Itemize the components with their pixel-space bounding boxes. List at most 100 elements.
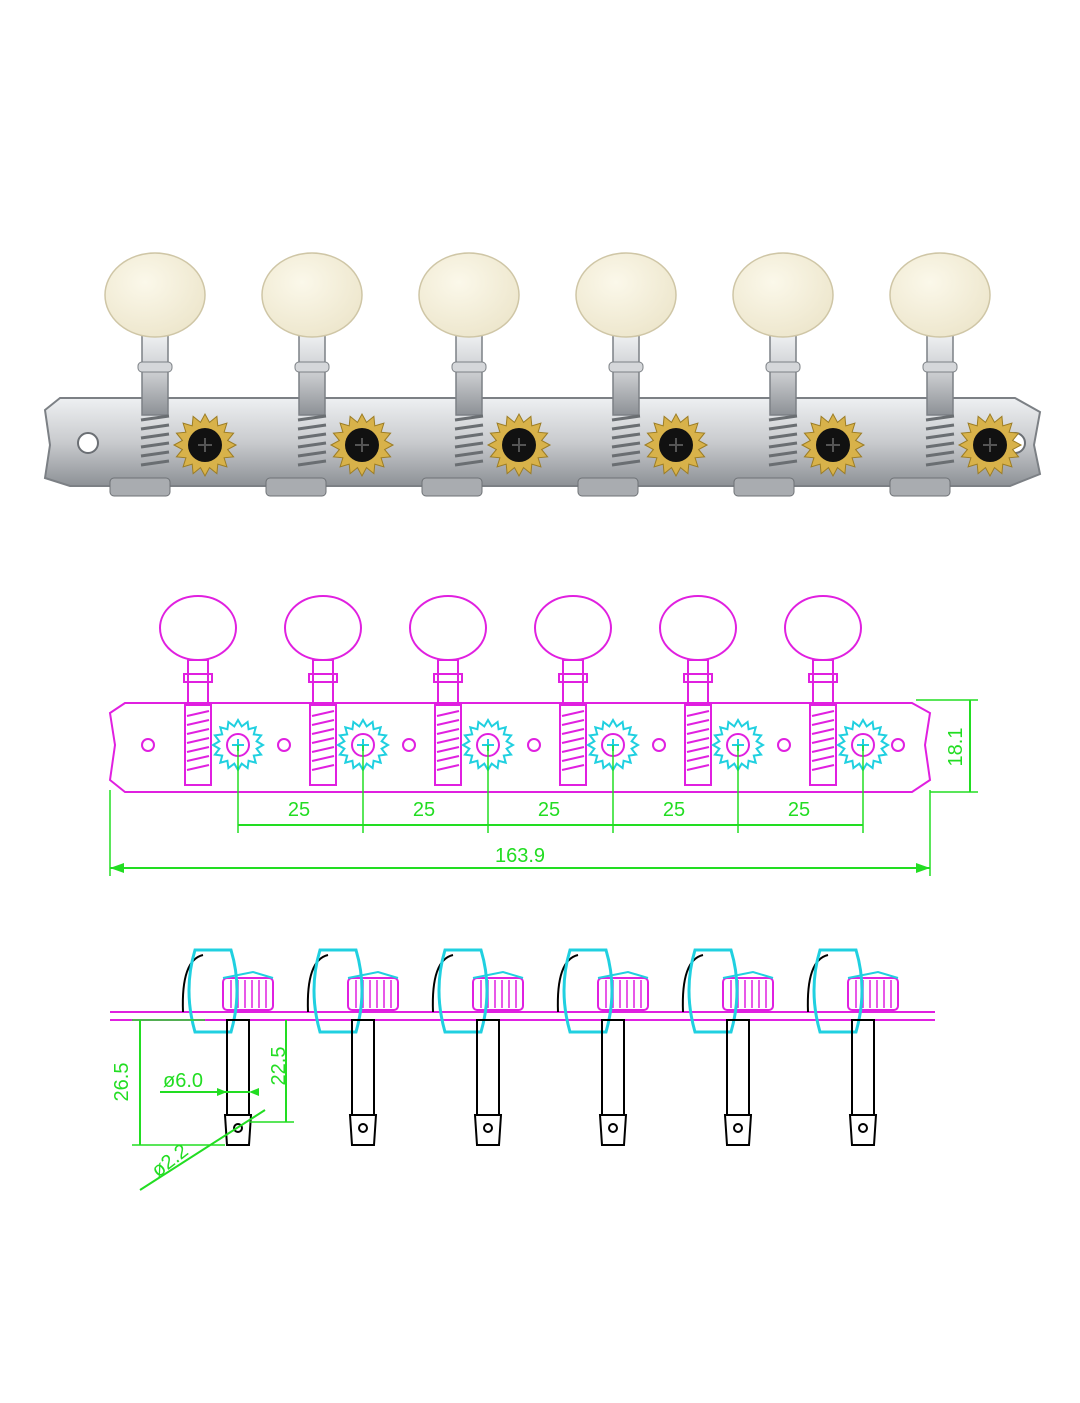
side-worm-body (222, 977, 274, 1011)
photo-worm-thread (297, 441, 327, 449)
front-worm-thread (186, 737, 210, 744)
side-worm-body (472, 977, 524, 1011)
photo-worm-thread (454, 423, 484, 431)
photo-screw-cross (826, 438, 840, 452)
photo-worm-thread (454, 432, 484, 440)
plate-height-label: 18.1 (945, 728, 967, 767)
front-gear (586, 718, 640, 772)
front-worm-thread (811, 737, 835, 744)
photo-tuner-button (418, 252, 520, 338)
front-worm-thread (686, 764, 710, 771)
front-worm-thread (686, 728, 710, 735)
front-gear (711, 718, 765, 772)
side-tuner-button (812, 948, 864, 1034)
front-worm-thread (561, 746, 585, 753)
spacing-label-1: 25 (288, 799, 310, 821)
total-post-height-label: 26.5 (111, 1063, 133, 1102)
post-diameter-label: ø6.0 (163, 1070, 203, 1092)
front-worm-thread (186, 764, 210, 771)
side-string-hole (483, 1123, 493, 1133)
side-worm-top (722, 970, 774, 979)
front-worm-housing (809, 704, 837, 786)
photo-worm-thread (140, 441, 170, 449)
front-worm-thread (686, 719, 710, 726)
side-string-hole (733, 1123, 743, 1133)
side-worm-top (472, 970, 524, 979)
side-worm-body (847, 977, 899, 1011)
front-worm-thread (311, 755, 335, 762)
photo-worm-thread (140, 423, 170, 431)
front-gear (336, 718, 390, 772)
photo-worm-thread (925, 423, 955, 431)
side-post (851, 1019, 875, 1116)
hole-diameter-leader (139, 1109, 266, 1191)
photo-screw-cross (198, 438, 212, 452)
front-worm-thread (311, 728, 335, 735)
front-worm-thread (686, 746, 710, 753)
photo-tuner-button (261, 252, 363, 338)
side-bracket-arc (306, 954, 329, 1013)
front-worm-thread (811, 710, 835, 717)
photo-shaft (926, 334, 954, 416)
front-worm-thread (436, 746, 460, 753)
side-string-hole (233, 1123, 243, 1133)
front-view-dimensions: 25 25 25 25 25 163.9 18.1 (109, 699, 978, 876)
side-string-hole (608, 1123, 618, 1133)
side-bracket-arc (181, 954, 204, 1013)
photo-worm-thread (454, 459, 484, 467)
photo-worm-thread (768, 450, 798, 458)
photo-worm-thread (925, 432, 955, 440)
side-worm-body (597, 977, 649, 1011)
side-view-drawing: 26.5 22.5 ø6.0 ø2.2 (110, 948, 935, 1191)
front-worm-thread (186, 755, 210, 762)
photo-worm-thread (925, 459, 955, 467)
photo-screw-cross (983, 438, 997, 452)
photo-foot (109, 477, 171, 497)
front-worm-thread (811, 728, 835, 735)
photo-foot (733, 477, 795, 497)
front-shaft-ring (183, 673, 213, 683)
side-post (351, 1019, 375, 1116)
side-string-hole (858, 1123, 868, 1133)
photo-worm-thread (297, 432, 327, 440)
side-tuner-button (312, 948, 364, 1034)
photo-left-hole (77, 432, 99, 454)
photo-worm-thread (140, 414, 170, 422)
front-worm-housing (309, 704, 337, 786)
side-post-tip (598, 1114, 628, 1146)
front-worm-thread (311, 746, 335, 753)
side-post (601, 1019, 625, 1116)
photo-foot (889, 477, 951, 497)
photo-worm-thread (454, 441, 484, 449)
front-worm-thread (436, 710, 460, 717)
front-tuner-button (284, 595, 362, 661)
front-gear (461, 718, 515, 772)
photo-tuner-units (104, 252, 1023, 478)
photo-worm-thread (768, 423, 798, 431)
front-worm-thread (186, 719, 210, 726)
front-worm-thread (436, 755, 460, 762)
side-post-tip (848, 1114, 878, 1146)
side-worm-body (347, 977, 399, 1011)
front-worm-thread (436, 737, 460, 744)
front-worm-thread (561, 719, 585, 726)
side-bracket-arc (806, 954, 829, 1013)
side-view-outline (110, 948, 935, 1146)
spacing-label-2: 25 (413, 799, 435, 821)
front-worm-thread (561, 737, 585, 744)
photo-worm-thread (768, 432, 798, 440)
front-shaft-ring (808, 673, 838, 683)
front-tuner-button (159, 595, 237, 661)
front-worm-thread (561, 755, 585, 762)
photo-worm-thread (140, 432, 170, 440)
photo-worm-thread (768, 414, 798, 422)
front-worm-thread (561, 728, 585, 735)
front-worm-thread (436, 728, 460, 735)
photo-shaft (769, 334, 797, 416)
front-worm-thread (686, 755, 710, 762)
front-gear (211, 718, 265, 772)
front-worm-thread (311, 737, 335, 744)
front-worm-thread (311, 764, 335, 771)
side-post-tip (473, 1114, 503, 1146)
